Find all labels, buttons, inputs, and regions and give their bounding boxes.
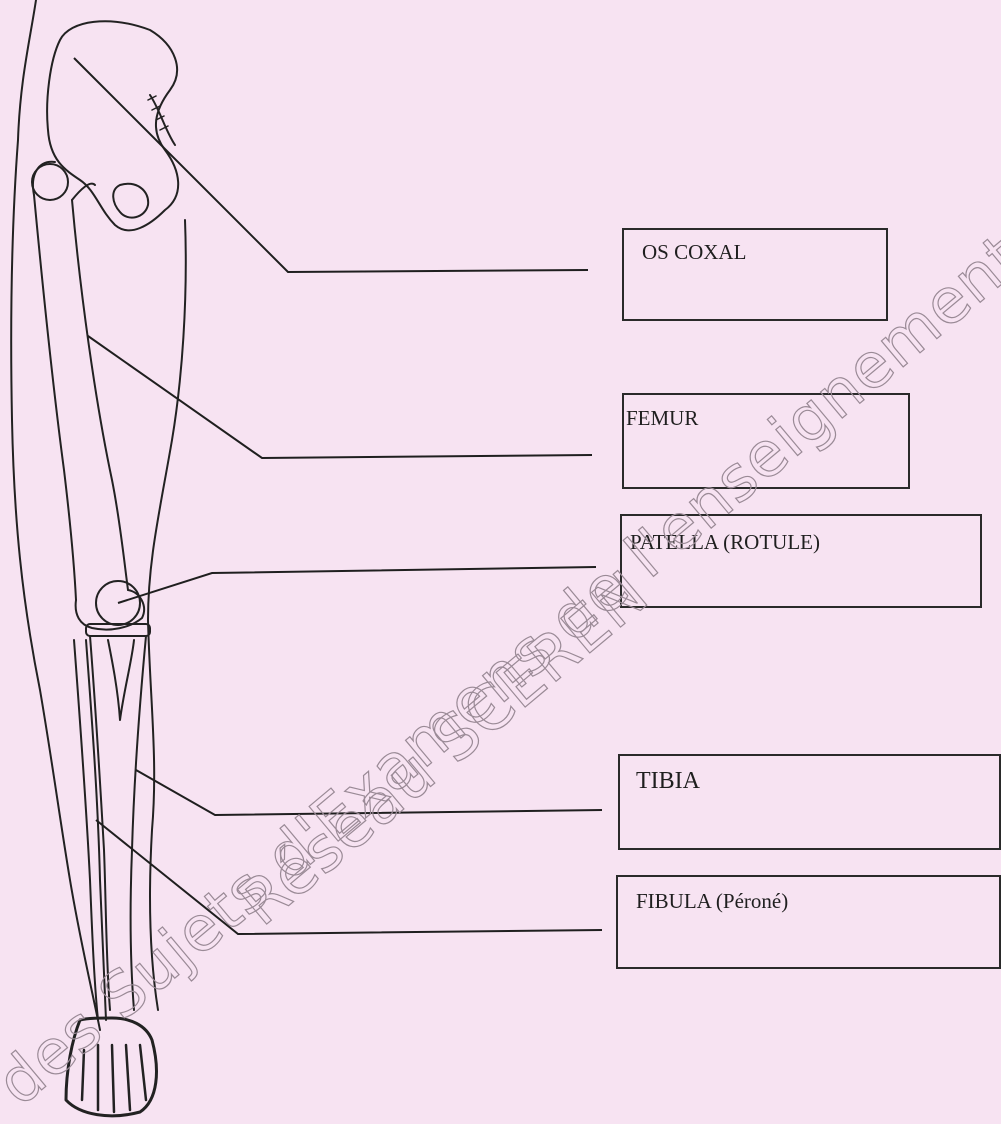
label-os-coxal: OS COXAL bbox=[642, 240, 746, 265]
leader-fibula bbox=[96, 820, 602, 934]
tibia-right-edge bbox=[131, 636, 146, 1010]
label-tibia: TIBIA bbox=[636, 768, 700, 795]
femur-left-edge bbox=[34, 195, 76, 600]
label-box-patella bbox=[620, 514, 982, 608]
leader-tibia bbox=[136, 770, 602, 815]
body-outline-left bbox=[11, 0, 100, 1030]
leader-patella bbox=[118, 567, 596, 603]
label-fibula: FIBULA (Péroné) bbox=[636, 889, 788, 914]
body-outline-right bbox=[148, 220, 186, 1010]
femur-right-edge bbox=[72, 200, 128, 590]
tibial-tuberosity bbox=[108, 640, 134, 720]
pelvis-inner bbox=[113, 184, 148, 218]
label-patella: PATELLA (ROTULE) bbox=[630, 530, 820, 555]
label-femur: FEMUR bbox=[626, 406, 698, 431]
leader-os-coxal bbox=[74, 58, 588, 272]
leader-femur bbox=[88, 336, 592, 458]
